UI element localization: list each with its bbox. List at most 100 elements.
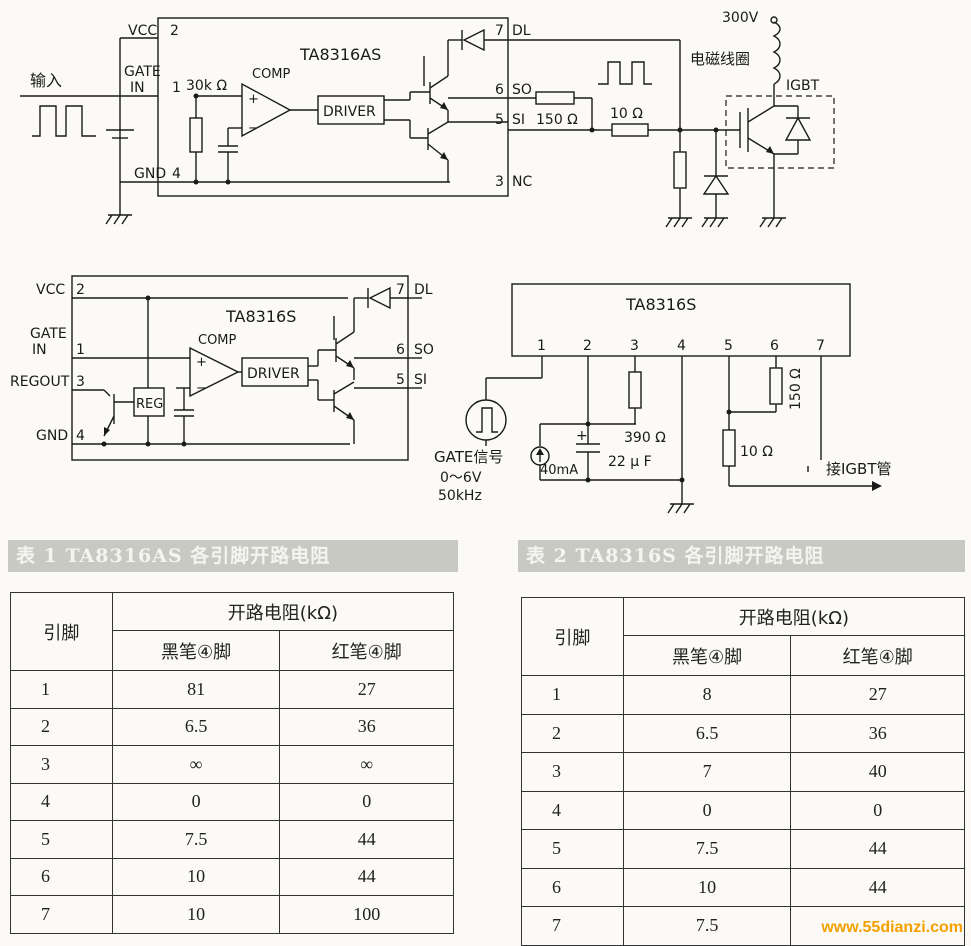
gate-signal-label: GATE信号 <box>434 448 503 466</box>
table2-header-black: 黑笔④脚 <box>622 635 792 676</box>
svg-text:+: + <box>576 428 588 444</box>
table2-cell-black: 8 <box>622 675 792 715</box>
table1-cell-black: 81 <box>111 670 281 709</box>
dl2-label: DL <box>414 282 433 298</box>
table1-cell-red: 36 <box>279 707 454 746</box>
pin-6-number: 6 <box>495 82 504 98</box>
reg-label: REG <box>136 397 163 412</box>
si2-label: SI <box>414 372 427 388</box>
gate-range-label: 0～6V <box>440 470 482 486</box>
table1-cell-pin: 2 <box>10 707 113 746</box>
table1-caption: 表 1 TA8316AS 各引脚开路电阻 <box>8 540 458 572</box>
app-pin-1: 1 <box>537 338 546 354</box>
pin2-5-number: 5 <box>396 372 405 388</box>
table1-cell-red: ∞ <box>279 745 454 784</box>
table2-cell-red: 44 <box>790 829 965 869</box>
table1-cell-black: ∞ <box>111 745 281 784</box>
regout-label: REGOUT <box>10 374 70 390</box>
so2-label: SO <box>414 342 434 358</box>
table2-cell-pin: 4 <box>521 790 624 830</box>
table1-cell-pin: 7 <box>10 895 113 934</box>
table2-cell-pin: 2 <box>521 713 624 753</box>
dl-label: DL <box>512 23 531 39</box>
pin-4-number: 4 <box>172 166 181 182</box>
table2-cell-black: 7 <box>622 752 792 792</box>
nc-label: NC <box>512 174 532 190</box>
pin-1-number: 1 <box>172 80 181 96</box>
gate-label: GATE <box>124 64 161 80</box>
table2-cell-red: 40 <box>790 752 965 792</box>
gnd-label: GND <box>134 166 166 182</box>
vcc2-label: VCC <box>36 282 65 298</box>
table2-cell-black: 0 <box>622 790 792 830</box>
table2-cell-black: 6.5 <box>622 713 792 753</box>
so-label: SO <box>512 82 532 98</box>
resistor-390-label: 390 Ω <box>624 430 666 446</box>
chip-label-ta8316s-app: TA8316S <box>625 295 696 314</box>
table2-cell-pin: 7 <box>521 906 624 946</box>
table2-cell-black: 10 <box>622 867 792 907</box>
app-pin-2: 2 <box>583 338 592 354</box>
table1-cell-pin: 3 <box>10 745 113 784</box>
table2-header-group: 开路电阻(kΩ) <box>622 597 966 636</box>
table2-header-pin: 引脚 <box>521 597 624 676</box>
table2-cell-black: 7.5 <box>622 829 792 869</box>
cap-22uf-label: 22 μ F <box>608 454 652 470</box>
svg-text:+: + <box>248 92 259 107</box>
table2-cell-red: 44 <box>790 867 965 907</box>
pin2-3-number: 3 <box>76 374 85 390</box>
chip-label-ta8316s: TA8316S <box>225 307 296 326</box>
app-pin-6: 6 <box>770 338 779 354</box>
in2-label: IN <box>32 342 47 358</box>
table2-cell-pin: 1 <box>521 675 624 715</box>
resistor-10-label: 10 Ω <box>610 106 643 122</box>
pin-5-number: 5 <box>495 112 504 128</box>
pin-2-number: 2 <box>170 23 179 39</box>
pin-7-number: 7 <box>495 23 504 39</box>
app-pin-4: 4 <box>677 338 686 354</box>
table1-cell-red: 100 <box>279 895 454 934</box>
circuit-ta8316s-application: TA8316S 1 2 3 4 5 6 7 GATE信号 0～6V 50kHz … <box>434 283 892 514</box>
circuit-ta8316as: TA8316AS VCC 2 GATE IN 1 输入 GND 4 30k Ω <box>20 10 835 228</box>
table2-cell-red: 27 <box>790 675 965 715</box>
gnd2-label: GND <box>36 428 68 444</box>
table1-cell-red: 44 <box>279 820 454 859</box>
watermark: www.55dianzi.com <box>821 919 963 936</box>
pin2-4-number: 4 <box>76 428 85 444</box>
table1-header-group: 开路电阻(kΩ) <box>111 592 455 631</box>
table1-cell-red: 0 <box>279 782 454 821</box>
table1-row: 3∞∞ <box>10 745 454 784</box>
comp-label: COMP <box>252 67 291 82</box>
table1-cell-black: 0 <box>111 782 281 821</box>
chip-label-ta8316as: TA8316AS <box>299 45 381 64</box>
table1-cell-black: 10 <box>111 857 281 896</box>
table1-cell-black: 10 <box>111 895 281 934</box>
table2-cell-pin: 5 <box>521 829 624 869</box>
table1-cell-pin: 5 <box>10 820 113 859</box>
pin2-7-number: 7 <box>396 282 405 298</box>
pin2-2-number: 2 <box>76 282 85 298</box>
gate2-label: GATE <box>30 326 67 342</box>
table2-cell-red: 36 <box>790 713 965 753</box>
pin2-1-number: 1 <box>76 342 85 358</box>
table1-header-black: 黑笔④脚 <box>111 630 281 671</box>
table1-cell-pin: 1 <box>10 670 113 709</box>
driver-label: DRIVER <box>323 104 376 120</box>
table1-cell-red: 44 <box>279 857 454 896</box>
in-label: IN <box>130 80 145 96</box>
pin2-6-number: 6 <box>396 342 405 358</box>
circuit-diagrams: TA8316AS VCC 2 GATE IN 1 输入 GND 4 30k Ω <box>10 10 892 514</box>
table2-cell-pin: 3 <box>521 752 624 792</box>
input-label: 输入 <box>30 71 62 90</box>
